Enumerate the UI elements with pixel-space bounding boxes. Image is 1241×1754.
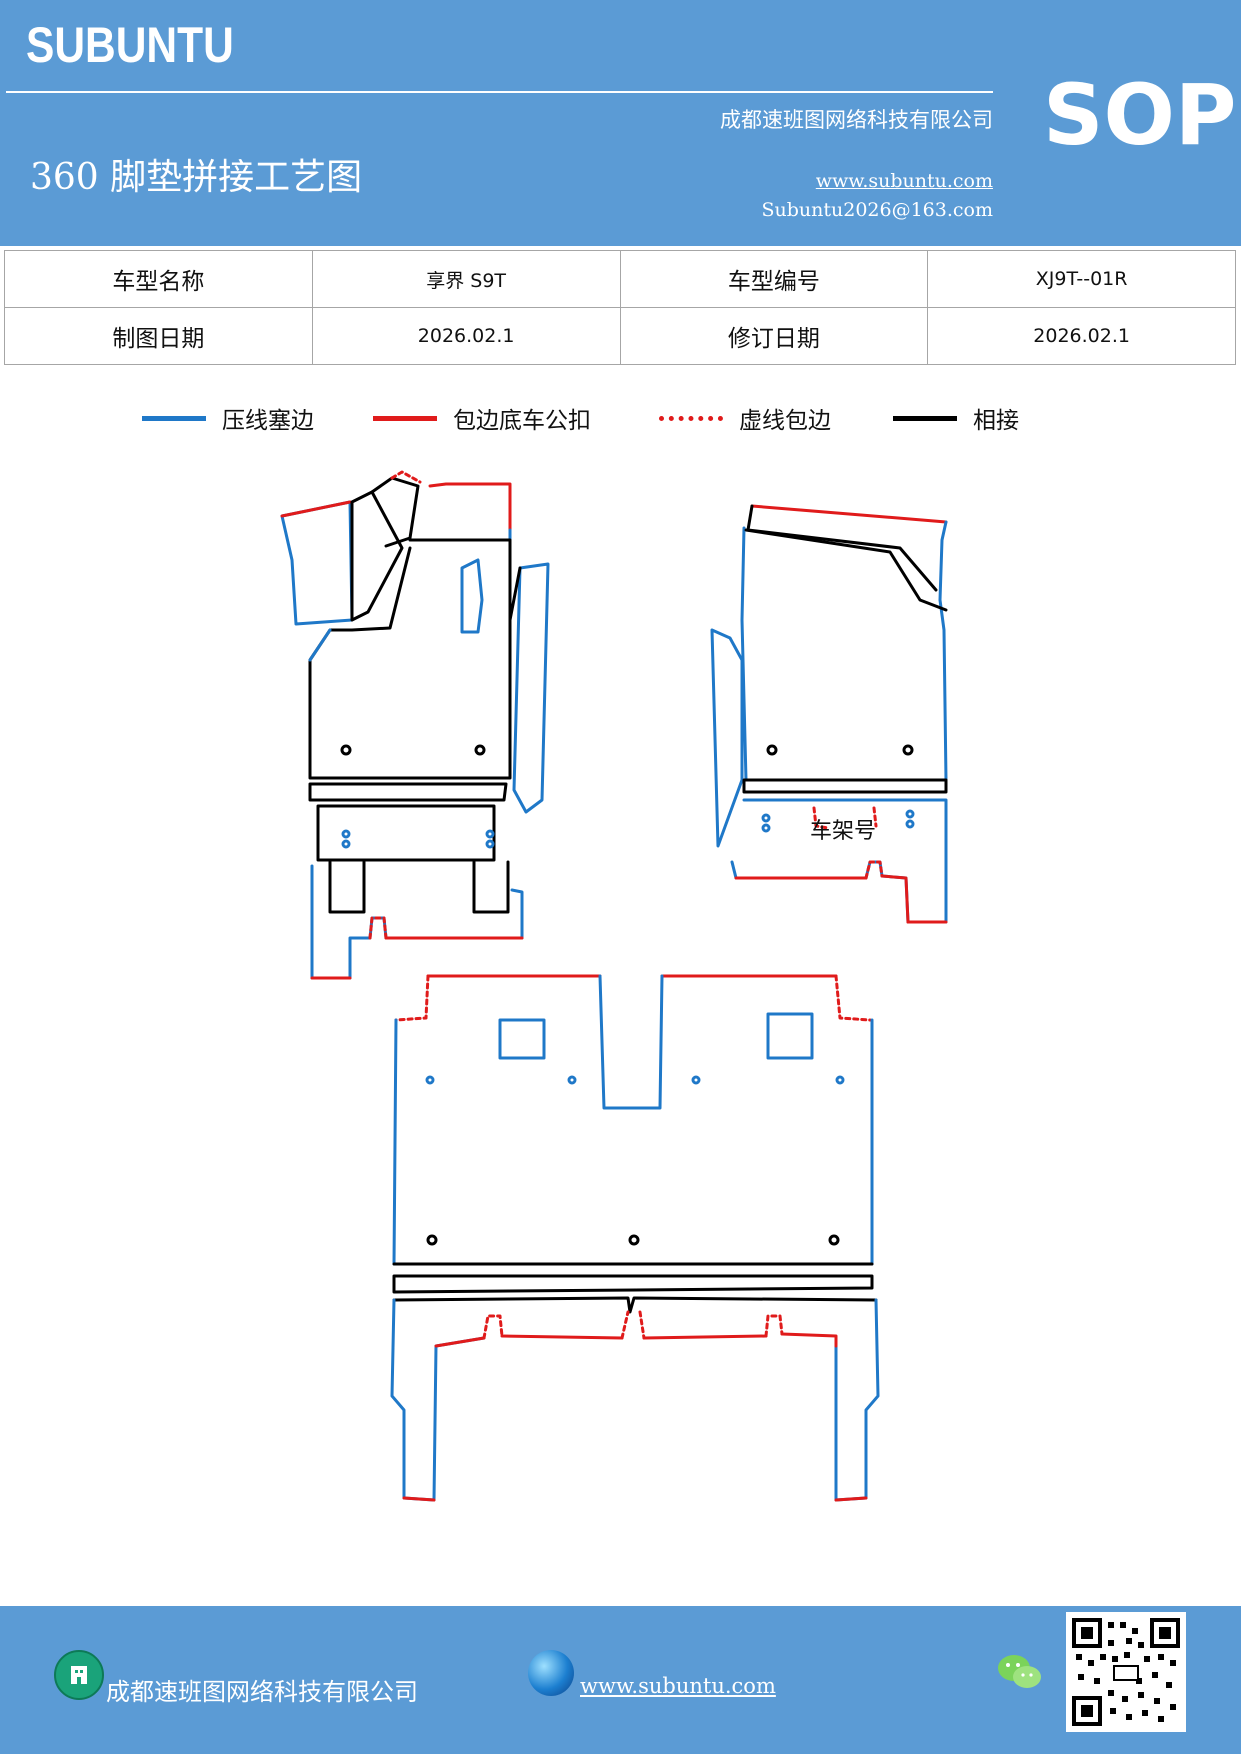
company-name: 成都速班图网络科技有限公司	[720, 108, 993, 132]
legend-item-joint: 相接	[893, 398, 1019, 438]
model-code-label: 车型编号	[619, 250, 929, 308]
frame-number-label: 车架号	[810, 819, 876, 844]
model-name-value: 享界 S9T	[311, 250, 621, 308]
driver-mat	[280, 470, 550, 980]
qr-code	[1066, 1612, 1186, 1732]
legend-label: 虚线包边	[739, 408, 831, 434]
page-title: 360 脚垫拼接工艺图	[30, 157, 363, 198]
header-banner: SUBUNTU 成都速班图网络科技有限公司 360 脚垫拼接工艺图 www.su…	[0, 0, 1241, 246]
legend-item-press-line: 压线塞边	[142, 398, 314, 438]
footer-banner: 成都速班图网络科技有限公司 www.subuntu.com	[0, 1606, 1241, 1754]
table-row: 制图日期 2026.02.1 修订日期 2026.02.1	[4, 307, 1236, 365]
legend-swatch	[659, 415, 723, 421]
model-name-label: 车型名称	[4, 250, 313, 308]
footer-website-link[interactable]: www.subuntu.com	[580, 1674, 776, 1698]
passenger-mat: 车架号	[710, 504, 948, 924]
revise-date-value: 2026.02.1	[927, 307, 1236, 365]
draw-date-value: 2026.02.1	[311, 307, 621, 365]
table-row: 车型名称 享界 S9T 车型编号 XJ9T--01R	[4, 250, 1236, 308]
revise-date-label: 修订日期	[619, 307, 929, 365]
legend-label: 包边底车公扣	[453, 408, 591, 434]
legend-swatch	[893, 415, 957, 421]
email-text: Subuntu2026@163.com	[761, 199, 993, 221]
website-link[interactable]: www.subuntu.com	[815, 170, 993, 192]
legend-swatch	[373, 415, 437, 421]
legend-label: 压线塞边	[222, 408, 314, 434]
header-divider	[6, 91, 993, 93]
sop-badge: SOP	[1043, 66, 1237, 164]
legend-item-dotted-edge: 虚线包边	[659, 398, 831, 438]
globe-icon	[528, 1650, 574, 1696]
building-icon	[54, 1650, 104, 1700]
brand-logo: SUBUNTU	[26, 17, 234, 73]
model-code-value: XJ9T--01R	[927, 250, 1236, 308]
wechat-icon	[996, 1652, 1044, 1692]
info-table: 车型名称 享界 S9T 车型编号 XJ9T--01R 制图日期 2026.02.…	[4, 250, 1236, 365]
legend-label: 相接	[973, 408, 1019, 434]
legend-swatch	[142, 415, 206, 421]
legend-item-red-edge: 包边底车公扣	[373, 398, 591, 438]
footer-company-name: 成都速班图网络科技有限公司	[106, 1678, 418, 1706]
rear-mat	[390, 974, 880, 1502]
draw-date-label: 制图日期	[4, 307, 313, 365]
floor-mat-diagram: 车架号	[280, 470, 948, 1502]
